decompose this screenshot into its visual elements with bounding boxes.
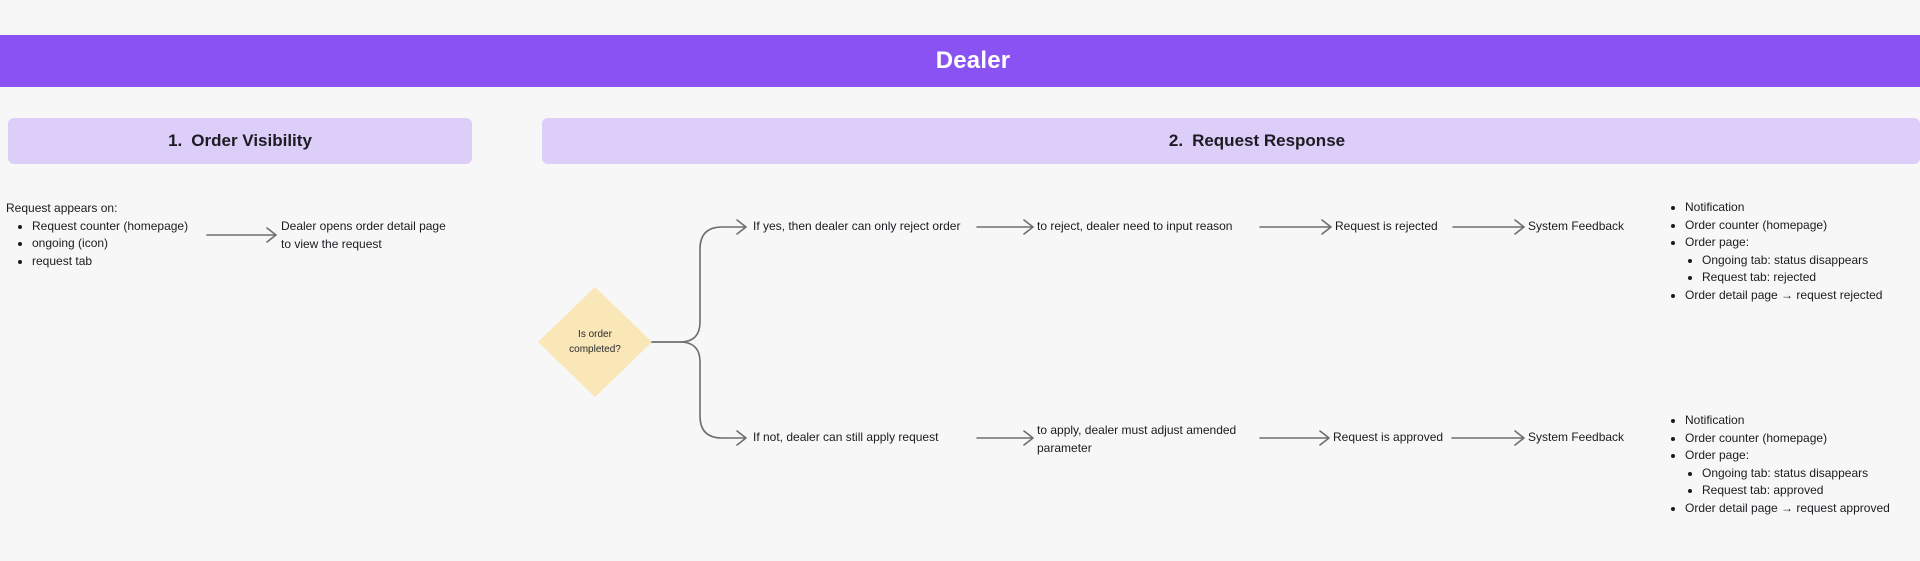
branch-no-connector [651,341,747,446]
arrow-request-to-detail [206,227,277,243]
text-line: parameter [1037,440,1092,455]
outcomes-sublist: Ongoing tab: status disappears Request t… [1685,465,1920,500]
header-bar[interactable]: Dealer [0,35,1920,87]
list-item-label: Order page: [1685,235,1750,249]
list-item: Order page: Ongoing tab: status disappea… [1685,234,1920,287]
list-item: Order counter (homepage) [1685,217,1920,235]
arrow-no-to-action [976,430,1034,446]
status-request-rejected[interactable]: Request is rejected [1335,219,1438,233]
list-item: Order counter (homepage) [1685,430,1920,448]
branch-yes-action[interactable]: to reject, dealer need to input reason [1037,219,1233,233]
section-header-request-response[interactable]: 2. Request Response [542,118,1920,164]
outcomes-list: Notification Order counter (homepage) Or… [1662,412,1920,517]
list-item: Ongoing tab: status disappears [1702,465,1920,483]
section-title: Order Visibility [191,131,312,150]
branch-yes-connector [651,219,747,343]
arrow-approved-to-feedback [1451,430,1525,446]
list-item: Request tab: approved [1702,482,1920,500]
list-item: ongoing (icon) [32,235,188,253]
branch-yes-condition[interactable]: If yes, then dealer can only reject orde… [753,219,961,233]
text-line: completed? [569,344,621,355]
outcomes-rejected-node[interactable]: Notification Order counter (homepage) Or… [1662,199,1920,304]
system-feedback-rejected[interactable]: System Feedback [1528,219,1625,233]
decision-diamond-label[interactable]: Is order completed? [545,327,645,357]
list-item: Order detail page → request approved [1685,500,1920,518]
branch-no-action[interactable]: to apply, dealer must adjust amended par… [1037,422,1236,457]
section-number: 2. [1168,131,1184,150]
list-item: request tab [32,253,188,271]
outcomes-list: Notification Order counter (homepage) Or… [1662,199,1920,304]
list-item: Order page: Ongoing tab: status disappea… [1685,447,1920,500]
arrow-rejected-to-feedback [1452,219,1525,235]
arrow-yes-to-action [976,219,1034,235]
system-feedback-approved[interactable]: System Feedback [1528,430,1625,444]
section-header-order-visibility[interactable]: 1. Order Visibility [8,118,472,164]
arrow-action-to-rejected [1259,219,1332,235]
outcomes-approved-node[interactable]: Notification Order counter (homepage) Or… [1662,412,1920,517]
section-title: Request Response [1192,131,1346,150]
text-line: to view the request [281,236,382,251]
text-line: Dealer opens order detail page [281,219,446,233]
list-item: Order detail page → request rejected [1685,287,1920,305]
request-appears-list: Request counter (homepage) ongoing (icon… [6,218,188,271]
section-number: 1. [168,131,183,150]
request-appears-node[interactable]: Request appears on: Request counter (hom… [6,200,188,270]
text-line: to apply, dealer must adjust amended [1037,423,1237,437]
list-item: Notification [1685,199,1920,217]
status-request-approved[interactable]: Request is approved [1333,430,1444,444]
request-appears-heading: Request appears on: [6,201,118,215]
list-item: Ongoing tab: status disappears [1702,252,1920,270]
list-item: Notification [1685,412,1920,430]
list-item: Request tab: rejected [1702,269,1920,287]
text-line: Is order [578,329,612,340]
list-item: Request counter (homepage) [32,218,188,236]
page-title: Dealer [935,47,1011,74]
branch-no-condition[interactable]: If not, dealer can still apply request [753,430,939,444]
dealer-opens-detail-node[interactable]: Dealer opens order detail page to view t… [281,218,446,253]
outcomes-sublist: Ongoing tab: status disappears Request t… [1685,252,1920,287]
arrow-action-to-approved [1259,430,1330,446]
list-item-label: Order page: [1685,448,1750,462]
